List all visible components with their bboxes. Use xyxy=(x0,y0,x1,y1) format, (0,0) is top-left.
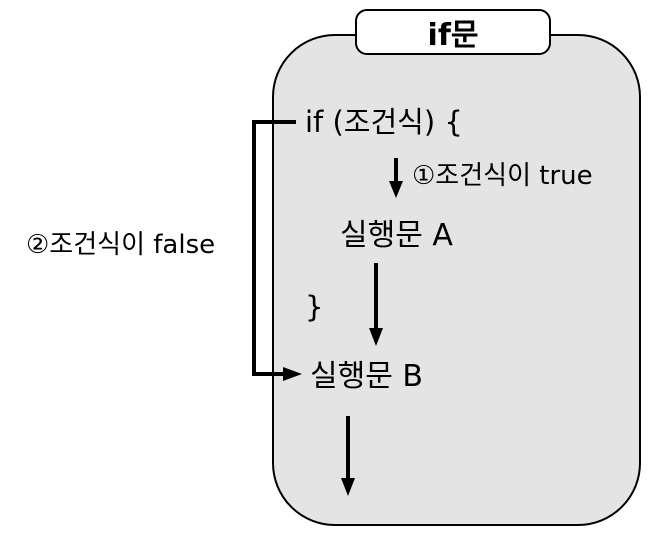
if-condition-line: if (조건식) { xyxy=(305,105,463,139)
false-branch-label: ②조건식이 false xyxy=(26,230,216,260)
false-branch-bracket xyxy=(252,120,296,376)
statement-b: 실행문 B xyxy=(310,359,423,394)
diagram-title: if문 xyxy=(427,18,479,53)
title-tab: if문 xyxy=(355,9,551,55)
true-arrow-head xyxy=(389,181,403,198)
true-branch-label: ①조건식이 true xyxy=(412,161,593,191)
closing-brace: } xyxy=(305,290,324,324)
a-to-b-arrow-head xyxy=(369,328,383,346)
false-arrow-head xyxy=(283,367,302,381)
exit-arrow-head xyxy=(341,478,355,496)
statement-a: 실행문 A xyxy=(340,218,453,253)
